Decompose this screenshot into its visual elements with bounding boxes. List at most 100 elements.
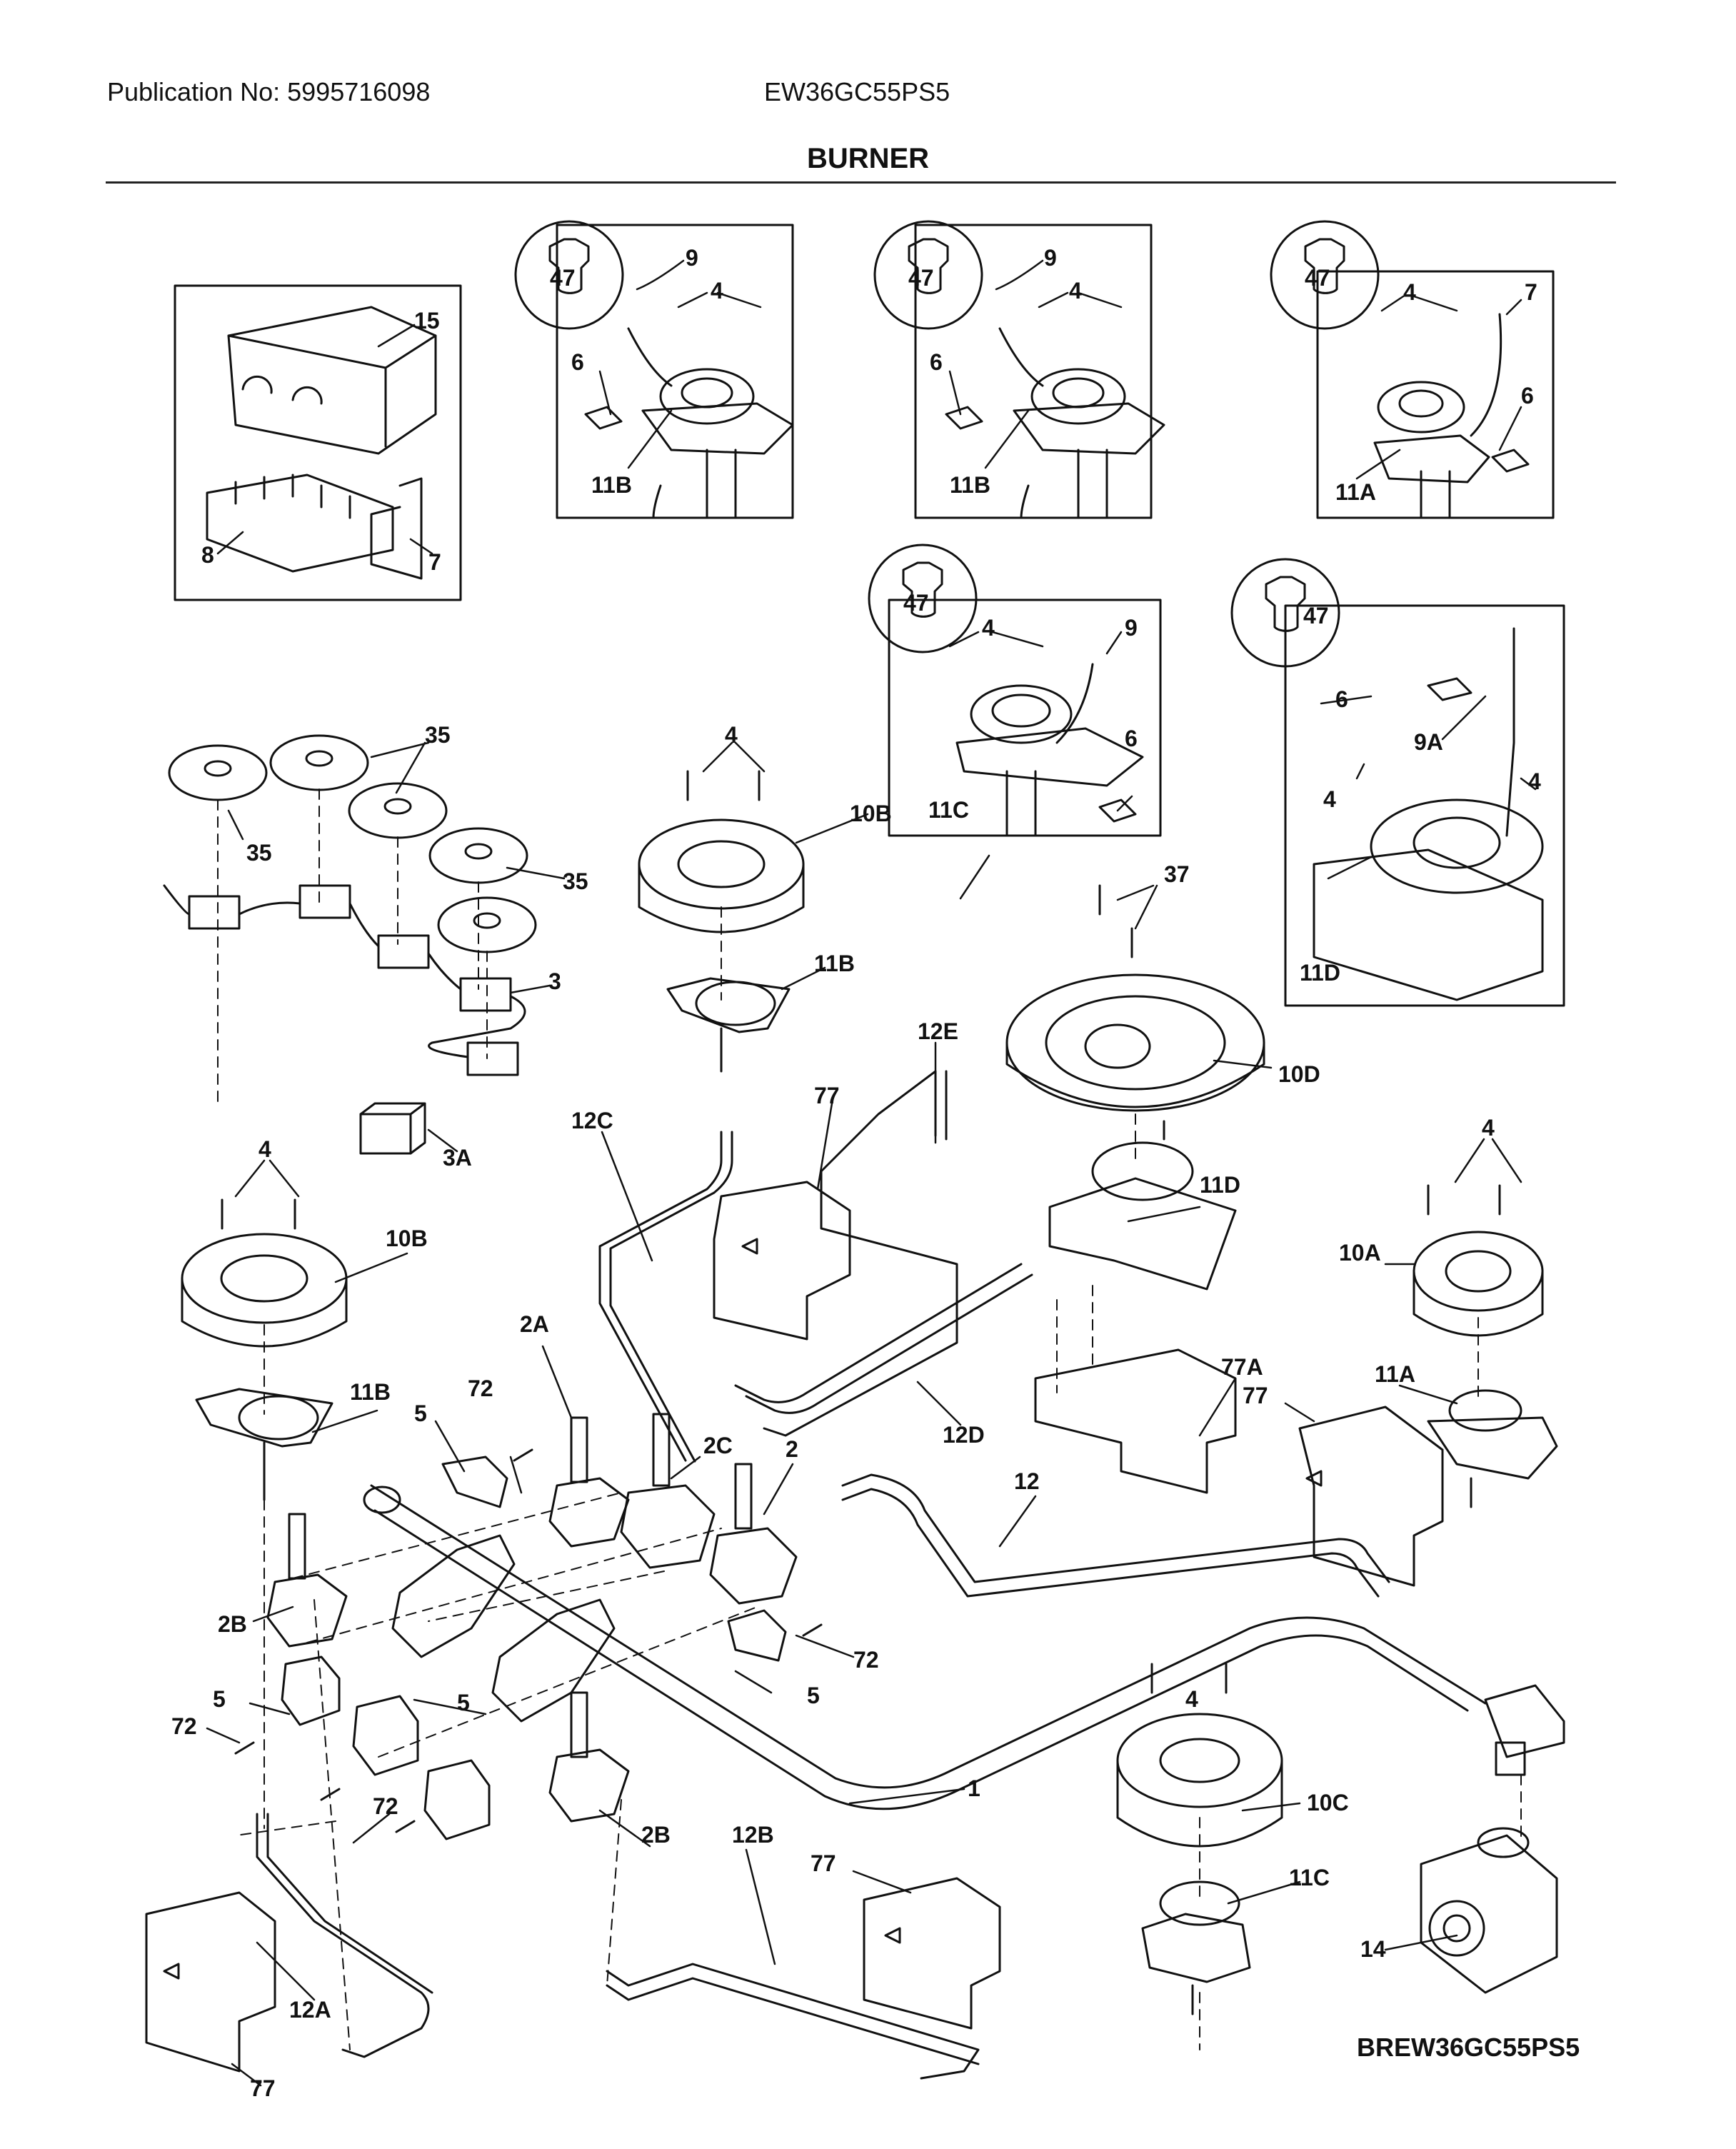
callout-label: 10C: [1307, 1790, 1349, 1815]
callout-label: 6: [571, 349, 584, 375]
inset-burner-head: [1313, 627, 1544, 1001]
callout-label: 6: [1125, 726, 1138, 751]
callout-label: 8: [201, 542, 214, 568]
pressure-regulator: [1420, 1827, 1558, 1994]
gas-manifold: [363, 1484, 1565, 1810]
burner-valve: [548, 1691, 630, 1823]
valve-clamp: [423, 1759, 491, 1840]
orifice-circle: [1270, 220, 1380, 330]
valve-clamp: [352, 1695, 419, 1776]
gas-tube: [763, 1070, 958, 1437]
gas-tube: [734, 1263, 1033, 1414]
burner-head: [1141, 1880, 1251, 2015]
callout-label: 4: [982, 615, 995, 641]
inset-burner-head: [955, 663, 1144, 837]
burner-head: [666, 977, 791, 1073]
callout-label: 10B: [850, 801, 892, 826]
callout-label: 11A: [1335, 479, 1376, 505]
callout-label: 47: [903, 590, 929, 616]
callout-label: 11A: [1375, 1361, 1415, 1387]
callout-label: 4: [711, 278, 723, 304]
orifice-circle: [1230, 558, 1340, 668]
gas-tube: [598, 1131, 733, 1463]
burner-head: [1427, 1389, 1558, 1508]
callout-label: 37: [1164, 861, 1190, 887]
gas-tube: [841, 1473, 1390, 1598]
callout-label: 11C: [1289, 1865, 1330, 1890]
callout-label: 10B: [386, 1226, 428, 1251]
callout-label: 4: [259, 1136, 271, 1162]
callout-label: 11D: [1200, 1172, 1240, 1198]
inset-box-burner-5: [1284, 604, 1565, 1007]
gas-tube: [256, 1813, 433, 2058]
inset-box-burner-4: [888, 598, 1162, 837]
callout-label: 77: [811, 1850, 836, 1876]
callout-label: 9: [686, 245, 698, 271]
inset-box-spark-module: [174, 284, 462, 601]
callout-label: 11D: [1300, 960, 1340, 986]
callout-label: 11B: [814, 951, 855, 976]
orifice-circle: [873, 220, 983, 330]
inset-burner-head: [1373, 313, 1530, 519]
callout-label: 2B: [218, 1611, 247, 1637]
burner-head: [1048, 1141, 1237, 1291]
callout-label: 10A: [1339, 1240, 1381, 1266]
model-number: EW36GC55PS5: [764, 77, 950, 106]
callout-label: 72: [171, 1713, 197, 1739]
callout-label: 77: [250, 2075, 276, 2101]
spark-module: [206, 474, 394, 573]
callout-label: 4: [1323, 786, 1336, 812]
callout-label: 72: [373, 1793, 398, 1819]
callout-label: 35: [425, 722, 451, 748]
mounting-bracket: [1034, 1348, 1237, 1494]
valve-clamp: [441, 1456, 508, 1508]
inset-box-burner-1: [556, 224, 794, 519]
callout-label: 12E: [918, 1018, 958, 1044]
manifold-bracket: [391, 1534, 516, 1658]
burner-cap: [168, 744, 268, 801]
mounting-bracket: [863, 1877, 1001, 2030]
burner-cap: [428, 827, 528, 884]
mounting-bracket: [145, 1891, 276, 2073]
callout-label: 4: [1528, 768, 1541, 794]
page-title: BURNER: [806, 143, 930, 174]
gas-tube: [606, 1963, 980, 2080]
callout-label: 77: [814, 1083, 840, 1108]
callout-label: 4: [1482, 1115, 1495, 1141]
publication-number: Publication No: 5995716098: [107, 77, 431, 106]
mounting-bracket: [713, 1181, 851, 1341]
callout-label: 7: [428, 549, 441, 575]
callout-label: 2: [786, 1436, 798, 1462]
callout-label: 12: [1014, 1468, 1040, 1494]
burner-valve: [709, 1463, 798, 1605]
callout-label: 11C: [928, 797, 969, 823]
valve-clamp: [727, 1609, 787, 1662]
spark-module-bracket: [370, 477, 423, 580]
burner-valve: [620, 1413, 716, 1569]
inset-box-burner-2: [914, 224, 1153, 519]
callout-label: 6: [1521, 383, 1534, 409]
inset-burner-head: [584, 327, 794, 519]
callout-label: 4: [1403, 279, 1416, 305]
burner-cap: [437, 896, 537, 953]
callout-label: 77A: [1221, 1354, 1263, 1380]
burner-valve: [266, 1513, 348, 1648]
callout-label: 47: [550, 265, 576, 291]
burner-base: [1116, 1713, 1283, 1848]
mounting-bracket: [1298, 1406, 1444, 1587]
ignition-switch-harness: [163, 884, 526, 1076]
callout-leader: [206, 259, 1537, 2087]
callout-label: 11B: [350, 1379, 391, 1405]
spark-module-cover: [227, 306, 437, 455]
callout-label: 12A: [289, 1997, 331, 2023]
burner-valve: [548, 1416, 630, 1548]
ignition-switch: [359, 1102, 426, 1155]
callout-label: 5: [807, 1683, 820, 1708]
callout-label: 2C: [703, 1433, 733, 1458]
callout-label: 14: [1360, 1936, 1386, 1962]
callout-label: 9A: [1414, 729, 1443, 755]
callout-label: 6: [930, 349, 943, 375]
callout-label: 1: [968, 1775, 980, 1801]
orifice-circle: [868, 543, 978, 653]
inset-burner-head: [945, 327, 1165, 519]
